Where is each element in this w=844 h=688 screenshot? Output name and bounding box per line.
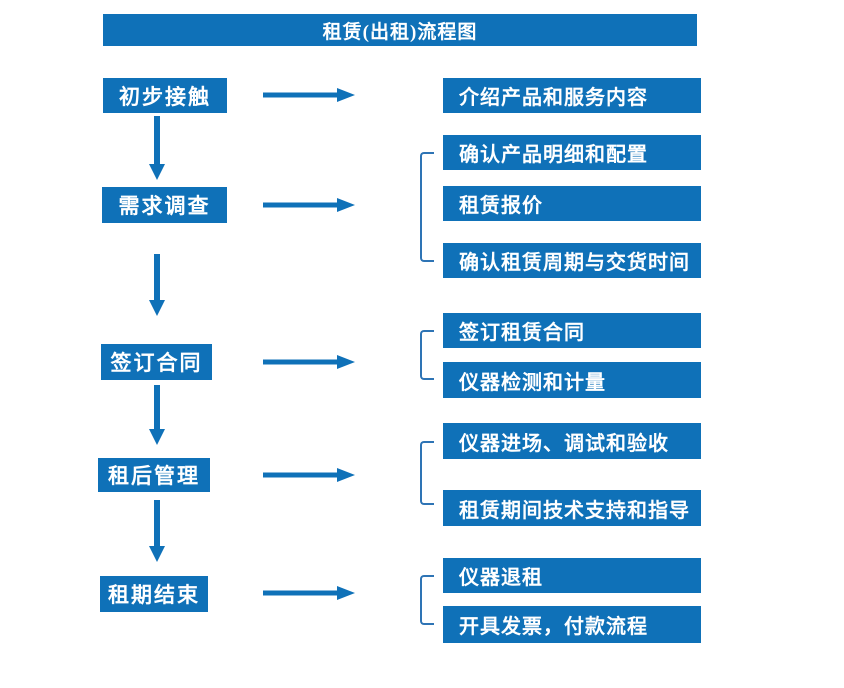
group-bracket-demand-survey <box>420 152 434 262</box>
detail-confirm-product-details: 确认产品明细和配置 <box>443 135 701 170</box>
detail-confirm-rental-period: 确认租赁周期与交货时间 <box>443 243 701 278</box>
arrow-right-icon <box>263 198 355 212</box>
detail-sign-rental-contract: 签订租赁合同 <box>443 313 701 348</box>
stage-sign-contract: 签订合同 <box>101 344 212 380</box>
detail-introduce-products: 介绍产品和服务内容 <box>443 78 701 113</box>
flowchart-title-bar: 租赁(出租)流程图 <box>103 14 697 46</box>
arrow-right-icon <box>263 468 355 482</box>
arrow-right-icon <box>263 586 355 600</box>
detail-rental-quote: 租赁报价 <box>443 186 701 221</box>
detail-tech-support: 租赁期间技术支持和指导 <box>443 490 701 526</box>
arrow-right-icon <box>263 355 355 369</box>
stage-initial-contact: 初步接触 <box>103 78 227 113</box>
detail-instrument-return: 仪器退租 <box>443 558 701 593</box>
stage-demand-survey: 需求调查 <box>102 187 227 223</box>
arrow-down-icon <box>149 254 165 316</box>
flowchart-title: 租赁(出租)流程图 <box>322 21 478 43</box>
stage-post-rental-management: 租后管理 <box>98 458 210 492</box>
detail-instrument-setup-acceptance: 仪器进场、调试和验收 <box>443 423 701 459</box>
arrow-right-icon <box>263 88 355 102</box>
group-bracket-lease-end <box>420 575 434 625</box>
group-bracket-post-rental <box>420 441 434 505</box>
group-bracket-sign-contract <box>420 330 434 380</box>
arrow-down-icon <box>149 116 165 180</box>
stage-lease-end: 租期结束 <box>100 576 208 612</box>
detail-invoice-payment: 开具发票，付款流程 <box>443 606 701 643</box>
arrow-down-icon <box>149 385 165 445</box>
arrow-down-icon <box>149 500 165 562</box>
detail-instrument-inspection: 仪器检测和计量 <box>443 362 701 398</box>
